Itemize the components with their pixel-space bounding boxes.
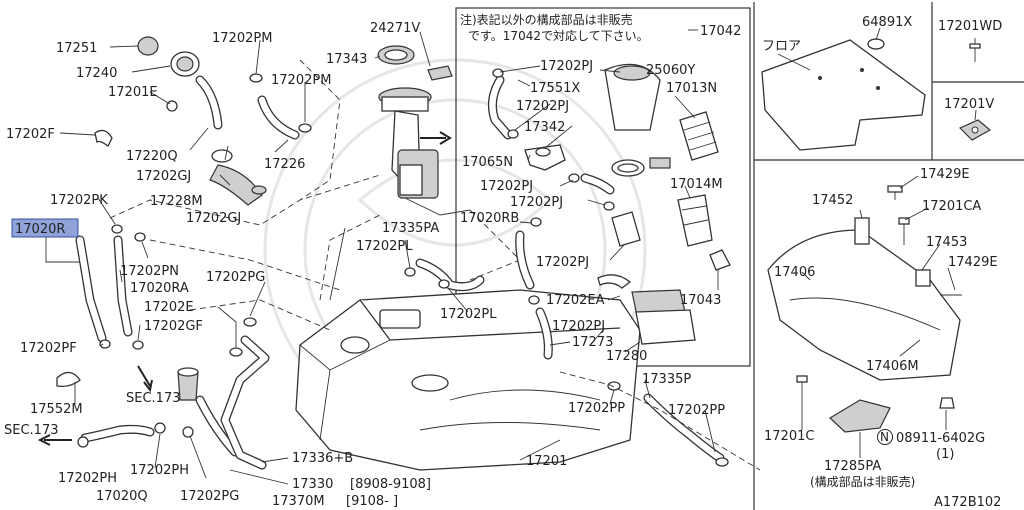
label-17202PG: 17202PG (180, 489, 239, 504)
label-sec173-2: SEC.173 (4, 423, 59, 438)
label-17202PJ-6: 17202PJ (552, 319, 605, 334)
label-17285PA: 17285PA (824, 459, 881, 474)
label-17020Q: 17020Q (96, 489, 148, 504)
label-17201WD: 17201WD (938, 19, 1002, 34)
leader-lines (45, 27, 977, 485)
label-17014M: 17014M (670, 177, 723, 192)
label-17202PJ-4: 17202PJ (510, 195, 563, 210)
label-17202PP-2: 17202PP (668, 403, 725, 418)
label-17273: 17273 (572, 335, 613, 350)
inset-note-line1: 注)表記以外の構成部品は非販売 (460, 12, 633, 27)
label-17043: 17043 (680, 293, 721, 308)
label-n-symbol: N (880, 430, 889, 444)
vent-hoses (56, 224, 729, 470)
label-17202PG-2: 17202PG (206, 270, 265, 285)
label-17202GF: 17202GF (144, 319, 203, 334)
part-labels: 17251 17240 17201E 17202F 17220Q 17202GJ… (4, 12, 1002, 510)
label-17343: 17343 (326, 52, 367, 67)
label-sold-separately-note: (構成部品は非販売) (810, 474, 915, 489)
label-17202EA: 17202EA (546, 293, 605, 308)
label-17201: 17201 (526, 454, 567, 469)
label-17202PH-2: 17202PH (130, 463, 189, 478)
label-64891X: 64891X (862, 15, 912, 30)
fuel-pump-assembly (378, 87, 471, 216)
label-diagram-id: A172B102 (934, 495, 1001, 510)
arrow-to-inset (420, 131, 452, 145)
label-25060Y: 25060Y (646, 63, 695, 78)
label-17013N: 17013N (666, 81, 717, 96)
inset-parts-17042 (487, 63, 731, 360)
label-17201E: 17201E (108, 85, 158, 100)
label-08911-6402G: 08911-6402G (896, 431, 985, 446)
label-17336B: 17336+B (292, 451, 353, 466)
label-17202PL: 17202PL (356, 239, 413, 254)
label-17370M-range: [9108- ] (346, 494, 398, 509)
label-17429E: 17429E (920, 167, 970, 182)
label-17202PM-2: 17202PM (271, 73, 331, 88)
inset-note-line2: です。17042で対応して下さい。 (468, 29, 649, 43)
label-17330-range: [8908-9108] (350, 477, 431, 492)
label-17202PM: 17202PM (212, 31, 272, 46)
label-17330: 17330 (292, 477, 333, 492)
label-17452: 17452 (812, 193, 853, 208)
label-17406M: 17406M (866, 359, 919, 374)
label-17220Q: 17220Q (126, 149, 178, 164)
label-17020RA: 17020RA (130, 281, 189, 296)
label-17406: 17406 (774, 265, 815, 280)
label-17065N: 17065N (462, 155, 513, 170)
label-17280: 17280 (606, 349, 647, 364)
label-17335PA: 17335PA (382, 221, 439, 236)
label-17202PF: 17202PF (20, 341, 77, 356)
nut-symbol-circle (877, 429, 893, 445)
label-17240: 17240 (76, 66, 117, 81)
label-17202PJ: 17202PJ (540, 59, 593, 74)
label-17202PL-2: 17202PL (440, 307, 497, 322)
arrows (37, 131, 452, 446)
label-17552M: 17552M (30, 402, 83, 417)
arrow-sec173-left (37, 434, 72, 446)
label-17228M: 17228M (150, 194, 203, 209)
label-17342: 17342 (524, 120, 565, 135)
label-17202GJ: 17202GJ (136, 169, 191, 184)
label-17201CA: 17201CA (922, 199, 981, 214)
label-17551X: 17551X (530, 81, 580, 96)
fuel-tank-17201 (295, 289, 641, 471)
label-17429E-2: 17429E (948, 255, 998, 270)
label-17202PJ-5: 17202PJ (536, 255, 589, 270)
label-24271V: 24271V (370, 21, 420, 36)
label-17453: 17453 (926, 235, 967, 250)
label-17202E: 17202E (144, 300, 194, 315)
pump-ring-and-pad (377, 45, 453, 81)
label-17335P: 17335P (642, 372, 691, 387)
label-sec173: SEC.173 (126, 391, 181, 406)
highlight-17020R[interactable] (11, 218, 79, 238)
label-08911-qty: (1) (936, 447, 954, 462)
label-17020R[interactable]: 17020R (15, 222, 65, 237)
label-17251: 17251 (56, 41, 97, 56)
label-17202PP: 17202PP (568, 401, 625, 416)
label-17202F: 17202F (6, 127, 55, 142)
label-17226: 17226 (264, 157, 305, 172)
filler-cap-parts (94, 36, 312, 206)
label-17202PK: 17202PK (50, 193, 108, 208)
label-floor: フロア (762, 39, 801, 54)
label-17370M: 17370M (272, 494, 325, 509)
label-17201V: 17201V (944, 97, 994, 112)
label-17202PH: 17202PH (58, 471, 117, 486)
label-17042: 17042 (700, 24, 741, 39)
label-17202PJ-2: 17202PJ (516, 99, 569, 114)
right-panel-parts (761, 38, 992, 433)
label-17202GJ-2: 17202GJ (186, 211, 241, 226)
label-17201C: 17201C (764, 429, 814, 444)
label-17020RB: 17020RB (460, 211, 519, 226)
arrow-sec173-down (137, 365, 153, 393)
label-17202PJ-3: 17202PJ (480, 179, 533, 194)
label-17202PN: 17202PN (120, 264, 179, 279)
